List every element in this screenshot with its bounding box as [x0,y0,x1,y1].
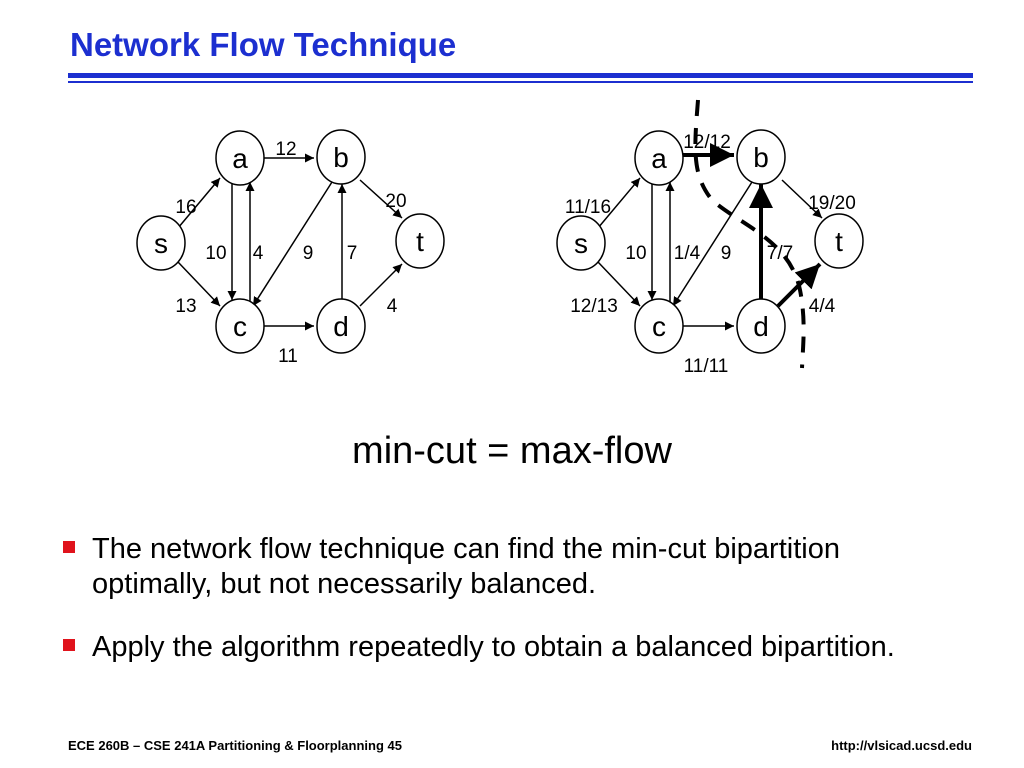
right-label-b-t: 19/20 [808,193,856,214]
left-label-c-a: 4 [253,243,264,264]
left-label-a-b: 12 [275,139,296,160]
left-node-a: a [215,130,265,186]
bullet-text: The network flow technique can find the … [92,533,840,600]
left-node-d: d [316,298,366,354]
right-edge-s-c [597,261,641,307]
svg-text:d: d [333,311,349,342]
bullet-item: Apply the algorithm repeatedly to obtain… [62,630,962,665]
right-node-d: d [736,298,786,354]
right-label-d-t: 4/4 [809,296,836,317]
equation: min-cut = max-flow [352,430,672,472]
left-edge-d-t [359,263,403,307]
svg-text:s: s [574,228,588,259]
left-node-s: s [136,215,186,271]
square-bullet-icon [63,639,75,651]
right-edge-b-t [781,179,823,219]
svg-text:c: c [233,311,247,342]
right-node-b: b [736,129,786,185]
square-bullet-icon [63,541,75,553]
right-label-s-c: 12/13 [570,296,618,317]
footer-url: http://vlsicad.ucsd.edu [831,738,972,753]
left-node-t: t [395,213,445,269]
svg-text:d: d [753,311,769,342]
right-label-b-c: 9 [721,243,732,264]
min-cut-dashed-line [693,99,806,369]
right-label-s-a: 11/16 [565,197,611,218]
slide-title: Network Flow Technique [70,26,457,63]
svg-text:b: b [753,142,769,173]
right-edge-s-a [597,177,641,229]
left-edge-s-c [177,261,221,307]
right-label-c-d: 11/11 [684,356,729,377]
bullet-item: The network flow technique can find the … [62,532,962,602]
svg-text:a: a [651,143,667,174]
svg-text:c: c [652,311,666,342]
svg-text:s: s [154,228,168,259]
right-label-a-b: 12/12 [683,132,731,153]
right-node-c: c [634,298,684,354]
left-label-d-t: 4 [387,296,398,317]
title-rule-thick [68,73,973,78]
left-edge-s-a [177,177,221,229]
flow-graphs: s a b t c d 16 12 20 13 11 4 10 4 9 [136,99,864,377]
svg-text:t: t [835,226,843,257]
bullet-list: The network flow technique can find the … [62,532,962,693]
bullet-text: Apply the algorithm repeatedly to obtain… [92,631,895,663]
svg-text:a: a [232,143,248,174]
right-label-a-c: 10 [625,243,646,264]
left-node-c: c [215,298,265,354]
left-label-b-c: 9 [303,243,314,264]
left-graph: s a b t c d 16 12 20 13 11 4 10 4 9 [136,129,445,367]
left-label-d-b: 7 [347,243,358,264]
left-label-s-a: 16 [175,197,196,218]
svg-text:t: t [416,226,424,257]
left-label-c-d: 11 [278,346,298,367]
title-rule-thin [68,81,973,83]
svg-text:b: b [333,142,349,173]
right-node-s: s [556,215,606,271]
left-label-s-c: 13 [175,296,196,317]
right-node-t: t [814,213,864,269]
left-label-a-c: 10 [205,243,226,264]
left-edge-b-c [252,181,333,307]
footer-course: ECE 260B – CSE 241A Partitioning & Floor… [68,738,402,753]
right-graph: s a b t c d 11/16 12/12 19/20 12/13 11/1… [556,99,864,377]
right-edge-b-c [672,181,753,307]
left-edge-b-t [359,179,403,219]
right-label-c-a: 1/4 [674,243,701,264]
left-label-b-t: 20 [385,191,406,212]
left-node-b: b [316,129,366,185]
right-node-a: a [634,130,684,186]
